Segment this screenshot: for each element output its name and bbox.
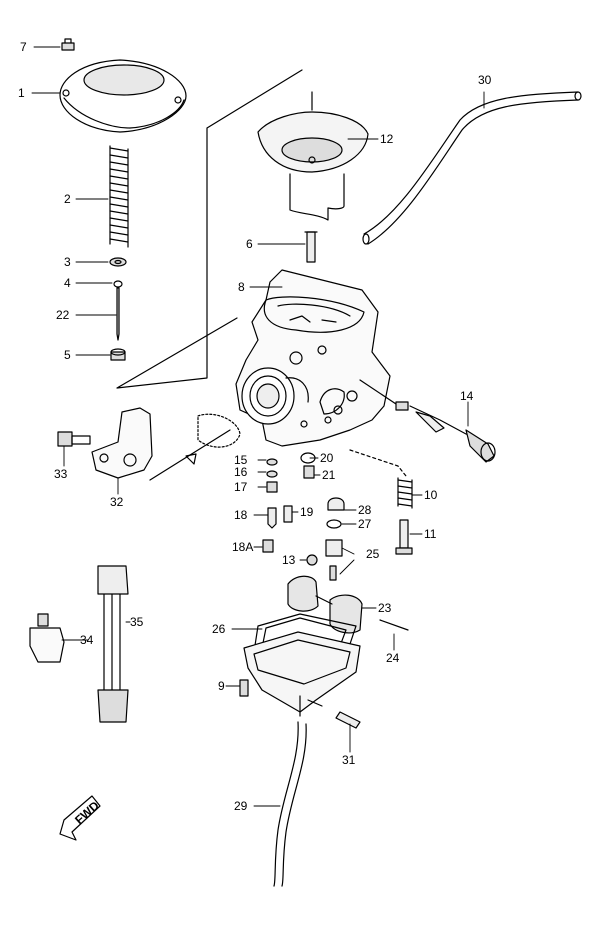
part-screw-31 [335, 711, 361, 729]
part-bracket-32 [91, 407, 153, 479]
leader-lines [31, 46, 485, 807]
part-jet-21 [303, 465, 315, 479]
assembly-outline [116, 69, 303, 481]
part-harness-35 [97, 565, 129, 723]
part-float-23 [287, 575, 363, 634]
part-cap-28 [327, 497, 345, 511]
part-needle-22 [116, 287, 120, 341]
part-clip-4 [113, 280, 123, 288]
callout-18: 18 [234, 508, 248, 522]
callout-15: 15 [234, 453, 248, 467]
callout-35: 35 [130, 615, 144, 629]
callouts: 7 1 2 3 4 22 5 6 8 12 30 14 10 11 15 16 … [18, 40, 492, 813]
part-drain-hose-29 [273, 721, 307, 887]
callout-17: 17 [234, 480, 248, 494]
part-spring-10 [397, 477, 413, 509]
callout-18a: 18A [232, 540, 253, 554]
callout-19: 19 [300, 505, 314, 519]
part-pin-24 [379, 619, 409, 631]
carburetor-body [235, 269, 397, 447]
callout-16: 16 [234, 465, 248, 479]
callout-30: 30 [478, 73, 492, 87]
part-jet-18 [267, 507, 277, 529]
part-gasket-intake [185, 413, 241, 465]
callout-12: 12 [380, 132, 394, 146]
callout-7: 7 [20, 40, 27, 54]
part-jet-18a [262, 539, 274, 553]
callout-32: 32 [110, 495, 124, 509]
callout-3: 3 [64, 255, 71, 269]
callout-26: 26 [212, 622, 226, 636]
callout-27: 27 [358, 517, 372, 531]
part-bolt-33 [57, 431, 91, 447]
part-jet-19 [283, 505, 293, 523]
part-diaphragm-12 [257, 91, 369, 221]
part-holder-5 [110, 348, 126, 361]
part-switch-34 [29, 613, 65, 663]
callout-24: 24 [386, 651, 400, 665]
part-screw-7 [61, 38, 75, 51]
callout-5: 5 [64, 348, 71, 362]
part-valve-25 [325, 539, 343, 581]
part-spring-2 [109, 145, 129, 248]
part-hose-30 [362, 91, 582, 245]
part-choke-cable-14 [395, 401, 496, 463]
leader-dashed-10 [349, 449, 407, 477]
part-top-cap-1 [59, 59, 187, 133]
callout-8: 8 [238, 280, 245, 294]
callout-14: 14 [460, 389, 474, 403]
callout-31: 31 [342, 753, 356, 767]
part-washer-3 [109, 257, 127, 267]
callout-13: 13 [282, 553, 296, 567]
fwd-arrow-icon: FWD [59, 795, 102, 841]
part-washer-15 [266, 458, 278, 466]
part-screw-9 [239, 679, 249, 697]
part-screw-13 [306, 554, 318, 566]
part-screw-11 [395, 519, 413, 555]
part-jet-17 [266, 481, 278, 493]
part-oring-27 [326, 519, 342, 529]
part-screw-6 [304, 231, 318, 263]
callout-28: 28 [358, 503, 372, 517]
callout-29: 29 [234, 799, 248, 813]
callout-22: 22 [56, 308, 70, 322]
callout-4: 4 [64, 276, 71, 290]
callout-33: 33 [54, 467, 68, 481]
callout-34: 34 [80, 633, 94, 647]
callout-6: 6 [246, 237, 253, 251]
callout-25: 25 [366, 547, 380, 561]
callout-1: 1 [18, 86, 25, 100]
part-float-bowl [243, 631, 361, 717]
callout-21: 21 [322, 468, 336, 482]
part-washer-16 [266, 470, 278, 478]
callout-20: 20 [320, 451, 334, 465]
callout-11: 11 [424, 527, 437, 541]
callout-23: 23 [378, 601, 392, 615]
callout-9: 9 [218, 679, 225, 693]
callout-2: 2 [64, 192, 71, 206]
callout-10: 10 [424, 488, 438, 502]
